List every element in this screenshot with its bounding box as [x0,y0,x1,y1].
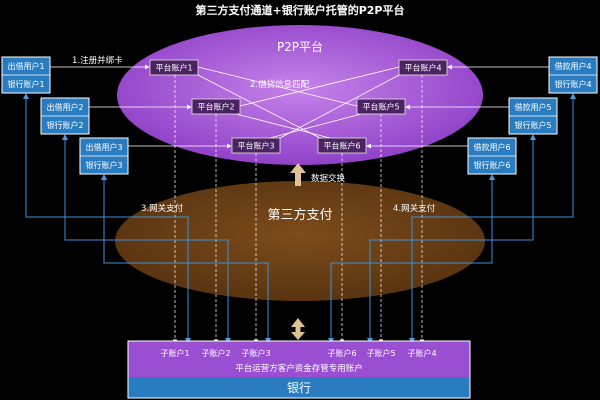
borrower-bank-label: 银行账户4 [554,79,591,89]
gateway-payment-lines [23,93,576,344]
platform-account-label: 平台账户1 [155,63,192,73]
platform-account-label: 平台账户5 [362,102,399,112]
data-exchange-label: 数据交换 [311,173,346,184]
match-line [239,66,400,107]
platform-account-6: 平台账户6 [317,137,367,154]
register-label: 1.注册并绑卡 [72,55,123,66]
lender-bank-label: 银行账户2 [46,120,83,130]
bank-label-bar [128,377,470,398]
third-party-payment-ellipse [115,181,485,301]
platform-account-label: 平台账户2 [197,102,234,112]
lender-bank-label: 银行账户3 [85,160,122,170]
sub-account-label: 子账户4 [407,348,436,358]
lender-user-label: 出借用户2 [46,102,83,112]
sub-account-label: 子账户5 [366,348,395,358]
lender-box-1: 出借用户1 银行账户1 [1,56,51,94]
bank-label: 银行 [287,381,311,395]
p2p-platform-ellipse [117,25,483,165]
platform-account-4: 平台账户4 [398,59,448,76]
matching-lines [195,66,402,140]
custody-account-area [128,341,470,377]
borrower-box-4: 借款用户4 银行账户4 [548,56,598,94]
borrower-user-label: 借款用户5 [514,102,551,112]
gateway-payment-borrower-label: 4.网关支付 [393,203,436,214]
custody-account-label: 平台运营方客户资金存管专用账户 [235,363,363,374]
platform-account-3: 平台账户3 [231,137,281,154]
third-party-payment-label: 第三方支付 [267,207,332,223]
registration-arrows [50,64,549,149]
borrower-user-label: 借款用户6 [473,142,510,152]
gateway-payment-lender-label: 3.网关支付 [141,203,184,214]
match-line [235,113,331,139]
match-line [195,73,323,140]
platform-account-label: 平台账户6 [323,141,360,151]
data-exchange-arrow-icon [290,163,306,186]
match-line [277,73,402,140]
sub-account-label: 子账户2 [201,348,230,358]
lender-bank-label: 银行账户1 [7,79,44,89]
platform-account-2: 平台账户2 [191,98,241,115]
platform-account-label: 平台账户4 [404,63,441,73]
lender-payment-line [101,174,271,344]
sub-account-label: 子账户1 [160,348,189,358]
sub-account-label: 子账户3 [241,348,270,358]
borrower-payment-line [328,174,495,344]
borrower-bank-label: 银行账户5 [514,120,551,130]
matching-label: 2.借贷信息匹配 [250,79,310,90]
bank-exchange-arrow-icon [291,318,305,340]
borrower-bank-label: 银行账户6 [473,160,510,170]
diagram-title: 第三方支付通道+银行账户托管的P2P平台 [196,3,405,17]
lender-box-2: 出借用户2 银行账户2 [40,97,90,135]
borrower-box-5: 借款用户5 银行账户5 [508,97,558,135]
p2p-platform-label: P2P平台 [277,39,323,54]
lender-user-label: 出借用户3 [85,142,122,152]
platform-account-label: 平台账户3 [237,141,274,151]
match-line [269,113,362,139]
lender-box-3: 出借用户3 银行账户3 [79,137,129,175]
lender-user-label: 出借用户1 [7,61,44,71]
sub-account-label: 子账户6 [327,348,356,358]
borrower-box-6: 借款用户6 银行账户6 [467,137,517,175]
platform-account-1: 平台账户1 [149,59,199,76]
bank-box: 子账户1 子账户2 子账户3 子账户6 子账户5 子账户4 平台运营方客户资金存… [127,340,471,399]
borrower-user-label: 借款用户4 [554,61,591,71]
platform-account-5: 平台账户5 [356,98,406,115]
match-line [197,66,358,107]
